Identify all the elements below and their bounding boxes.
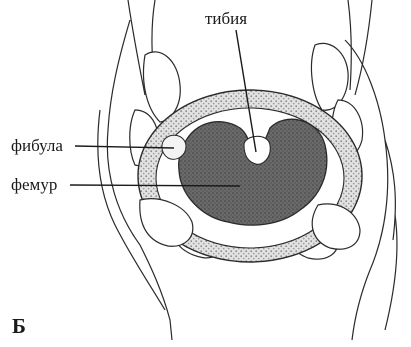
femur-label: фемур bbox=[11, 176, 57, 193]
tibia-label: тибия bbox=[205, 10, 247, 27]
panel-letter: Б bbox=[12, 316, 26, 337]
fibula-label: фибула bbox=[11, 137, 63, 154]
